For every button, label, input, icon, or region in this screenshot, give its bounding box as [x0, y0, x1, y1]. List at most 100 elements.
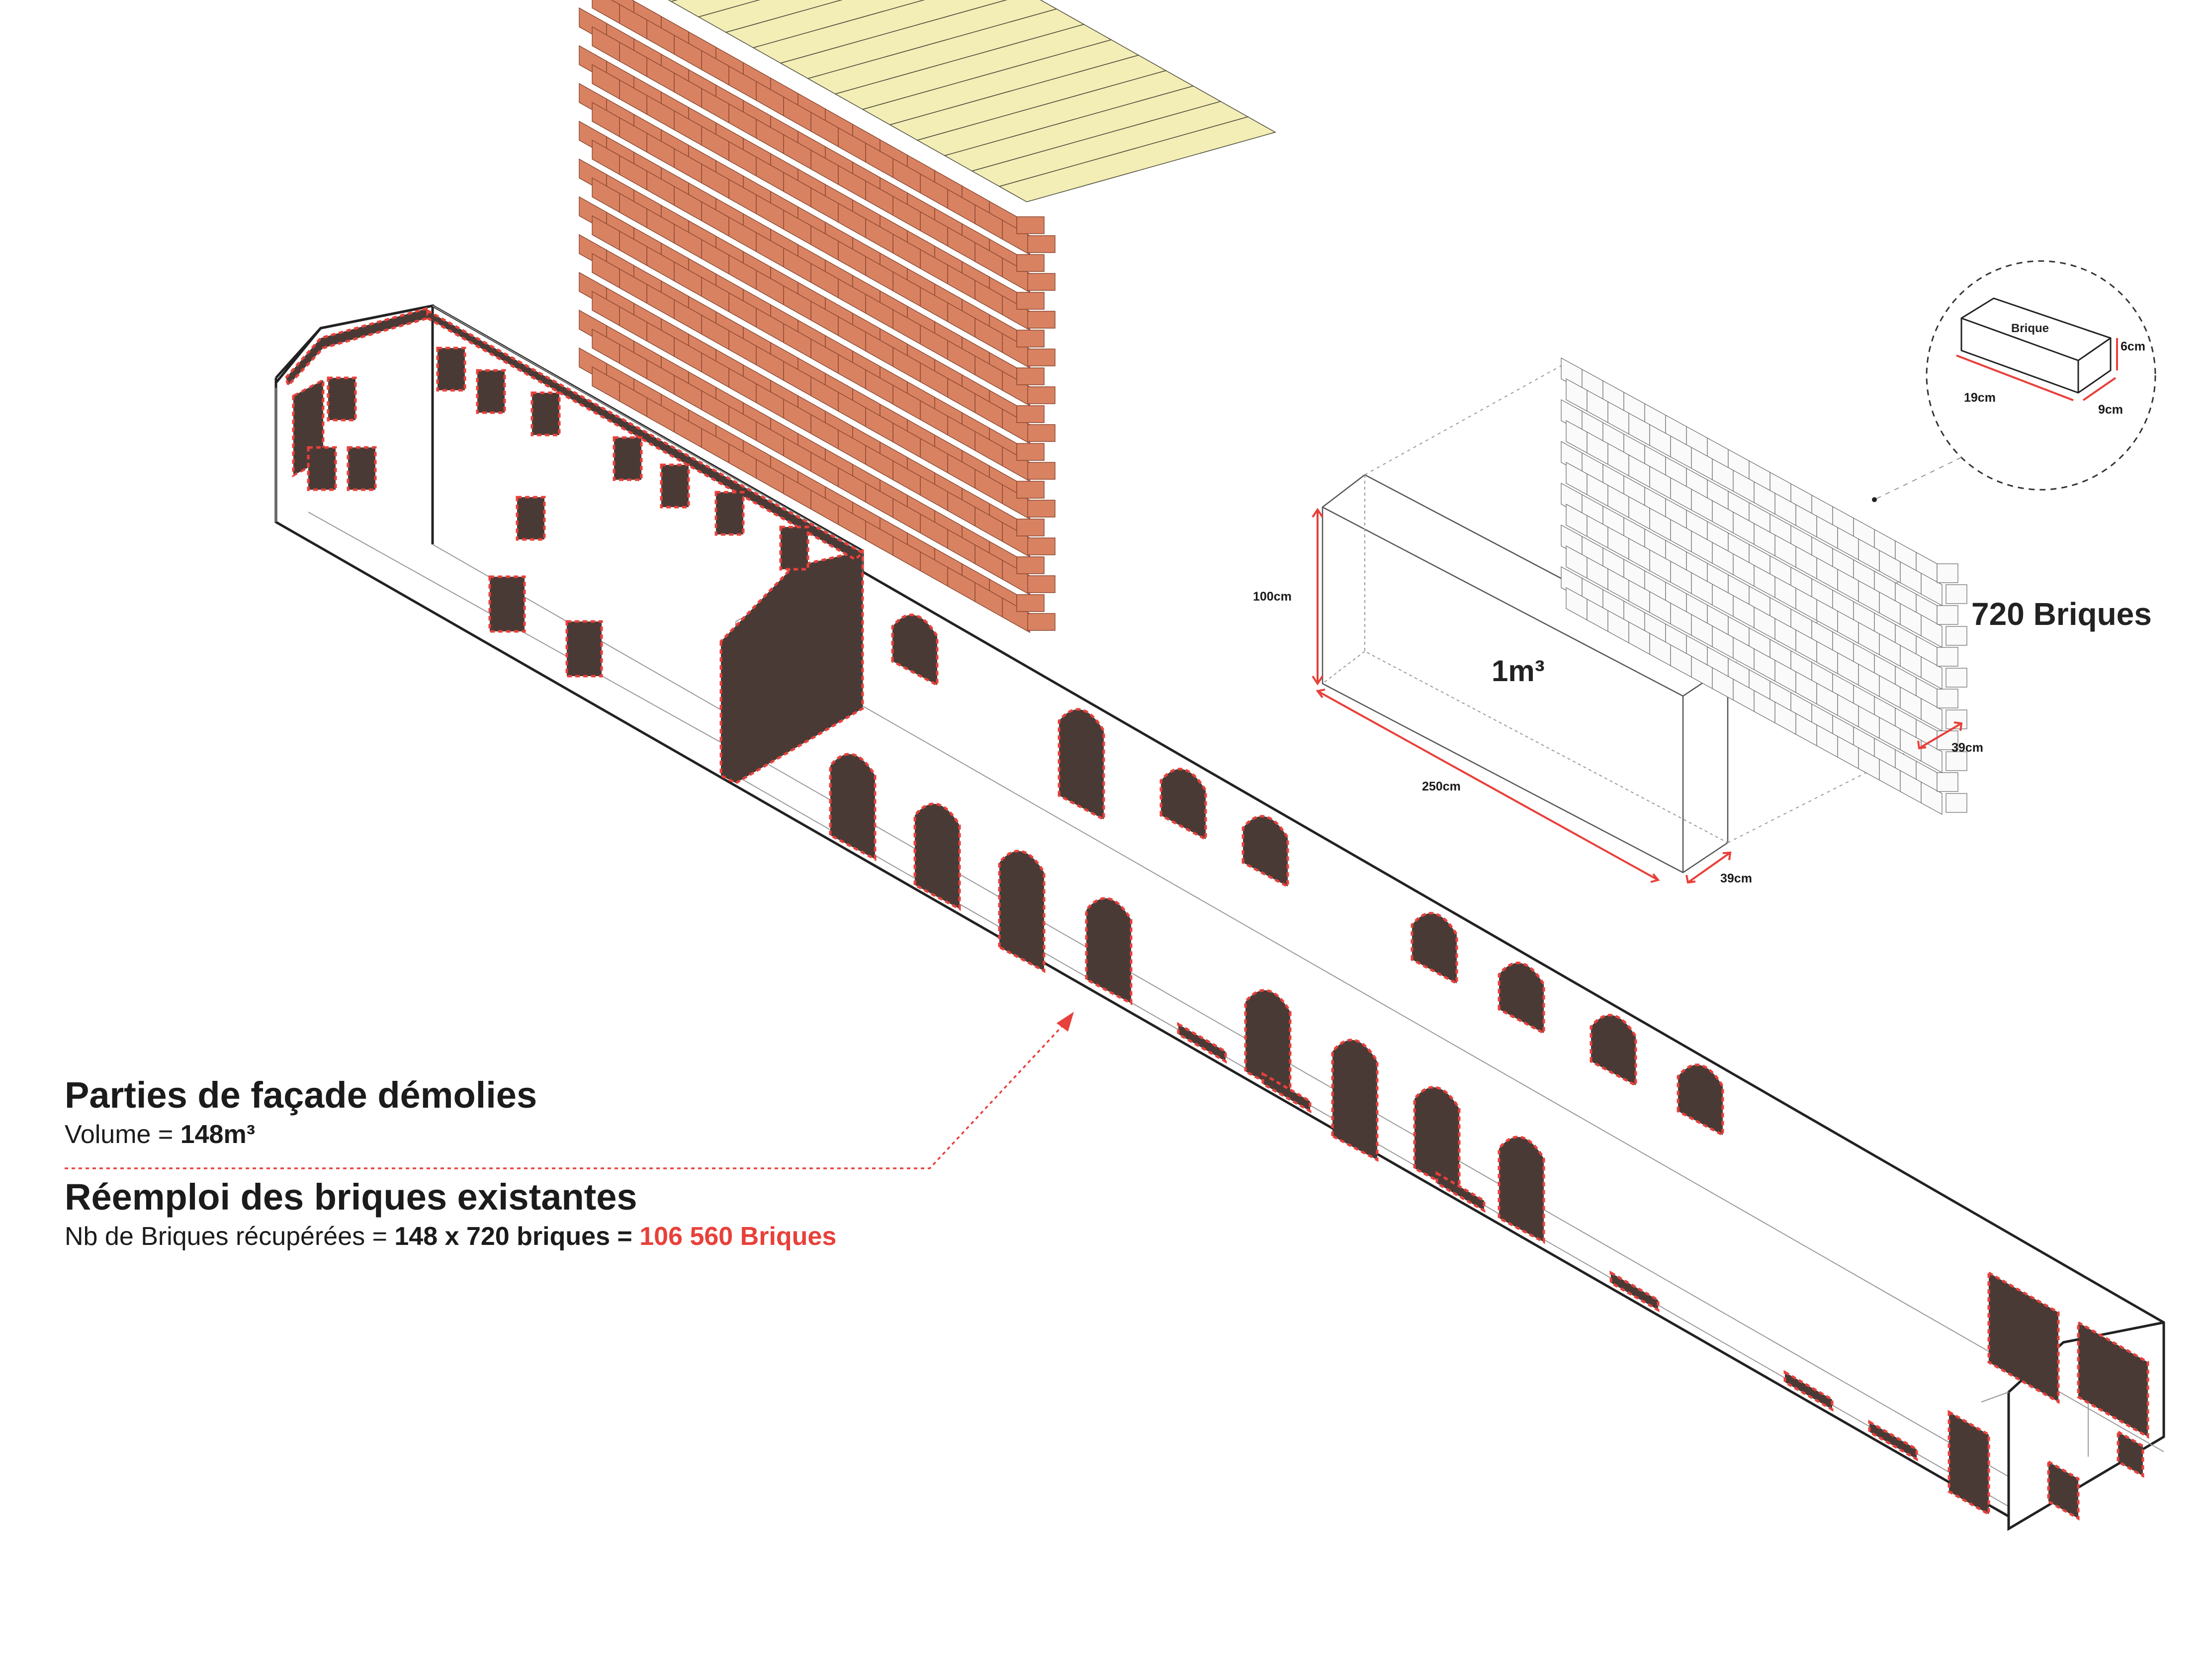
- demolished-arch-door: [1498, 1136, 1545, 1244]
- brick-detail-name: Brique: [2011, 322, 2049, 335]
- brick-length-label: 19cm: [1964, 391, 1996, 405]
- brick-length-dim: [1956, 354, 2074, 401]
- brick-detail-callout: Brique 19cm 6cm 9cm: [1872, 260, 2156, 502]
- demolished-arch-door: [1413, 1086, 1461, 1195]
- brick-height-label: 6cm: [2121, 340, 2145, 353]
- white-wall-dims: 39cm 720 Briques: [1917, 596, 2152, 755]
- demolished-window-frame: [565, 620, 603, 678]
- demolished-facade-opening: [327, 376, 357, 422]
- demolished-arch-door: [998, 850, 1046, 973]
- brick-width-dim: [2082, 377, 2117, 401]
- demolished-panel: [2047, 1459, 2080, 1521]
- cube-length-label: 250cm: [1422, 780, 1461, 793]
- brick-detail-leader-dot: [1872, 497, 1877, 502]
- demolished-facade-opening: [307, 446, 337, 491]
- white-brick-end: [1937, 772, 1958, 792]
- demolished-panel: [2117, 1429, 2144, 1478]
- building-roof-edge: [274, 304, 2165, 1531]
- white-brick-end: [1937, 689, 1958, 708]
- brick-end: [1016, 292, 1045, 310]
- demolished-front-gable: [719, 549, 864, 785]
- cube-1m3: 100cm 1m³ 250cm 39cm: [1253, 362, 1940, 885]
- demolished-arch-window: [1677, 1063, 1724, 1138]
- white-brick-end: [1937, 647, 1958, 667]
- brick-end: [1027, 386, 1056, 404]
- wall-depth-label: 39cm: [1951, 741, 1983, 755]
- demolished-arch-window: [1241, 815, 1289, 889]
- demolished-openings: [307, 347, 2149, 1521]
- white-brick-end: [1946, 751, 1967, 771]
- brick-end: [1016, 254, 1045, 272]
- brick-end: [1027, 537, 1056, 555]
- brick-end: [1016, 594, 1045, 612]
- brick-end: [1027, 311, 1056, 329]
- cube-hidden-edges: [1322, 475, 1728, 843]
- leader-line: [65, 1023, 1065, 1169]
- brick-detail-leader: [1874, 457, 1962, 500]
- demolished-arch-window: [891, 614, 939, 688]
- building-axonometric: [274, 303, 2165, 1531]
- demolished-arch-window: [1498, 962, 1545, 1036]
- demolished-window-frame: [488, 575, 526, 633]
- demolished-facade-opening: [613, 436, 643, 481]
- demolished-sill: [1609, 1270, 1660, 1313]
- demolished-title: Parties de façade démolies: [65, 1074, 537, 1116]
- demolished-arch-window: [1411, 912, 1458, 986]
- reuse-title: Réemploi des briques existantes: [65, 1176, 637, 1218]
- demolished-arch-window: [1590, 1014, 1637, 1088]
- brick-end: [1027, 424, 1056, 442]
- white-brick-end: [1946, 584, 1967, 604]
- demolished-facade-opening: [436, 347, 466, 392]
- red-brick-wall-illustration: [579, 0, 1276, 633]
- demolished-arch-window: [1159, 768, 1207, 842]
- brick-end: [1016, 519, 1045, 536]
- building-top-outline: [276, 303, 2164, 1439]
- count-line: Nb de Briques récupérées = 148 x 720 bri…: [65, 1222, 836, 1251]
- brick-end: [1016, 556, 1045, 574]
- count-result: 106 560 Briques: [639, 1222, 837, 1251]
- demolished-facade-opening: [660, 463, 690, 509]
- white-brick-end: [1946, 668, 1967, 688]
- demolished-arch-door: [1331, 1039, 1379, 1162]
- brick-end: [1027, 235, 1056, 253]
- white-brick-end: [1946, 626, 1967, 646]
- demolished-arch-door: [913, 802, 961, 911]
- leader-arrowhead: [1057, 1012, 1074, 1032]
- demolished-facade-opening: [347, 446, 377, 491]
- demolished-sill: [1177, 1022, 1227, 1064]
- demolished-panel: [1987, 1270, 2060, 1405]
- demolished-facade-opening: [714, 491, 745, 536]
- volume-value: 148m³: [180, 1120, 256, 1149]
- demolished-sill: [1868, 1419, 1918, 1462]
- cube-volume-label: 1m³: [1492, 654, 1545, 688]
- brick-end: [1016, 443, 1045, 461]
- brick-detail-shape: [1960, 297, 2112, 394]
- demolished-facade-opening: [531, 391, 561, 437]
- demolished-panel: [1947, 1409, 1990, 1516]
- demolished-facade-opening: [476, 369, 506, 414]
- white-brick-end: [1937, 605, 1958, 625]
- brick-end: [1016, 216, 1045, 234]
- count-label: Nb de Briques récupérées =: [65, 1222, 395, 1251]
- demolished-arch-window: [1058, 708, 1105, 822]
- building-front-gable-left: [275, 304, 434, 544]
- brick-end: [1027, 613, 1056, 631]
- cube-depth-label: 39cm: [1720, 872, 1752, 885]
- brick-width-label: 9cm: [2098, 403, 2123, 417]
- brick-end: [1027, 575, 1056, 593]
- demolished-left-gable: [284, 306, 429, 388]
- white-brick-end: [1946, 793, 1967, 813]
- brick-end: [1016, 330, 1045, 348]
- leader-arrow: [65, 1012, 1074, 1169]
- demolished-arch-door: [1244, 989, 1292, 1098]
- brick-top-face: [998, 116, 1276, 202]
- demolished-arch-door: [1085, 897, 1133, 1006]
- demolished-facade-opening: [779, 526, 809, 571]
- brick-end: [1027, 462, 1056, 480]
- wall-brick-count: 720 Briques: [1971, 596, 2152, 632]
- brick-end: [1016, 405, 1045, 423]
- brick-end: [1027, 349, 1056, 366]
- volume-label: Volume =: [65, 1120, 180, 1149]
- white-brick: [1921, 781, 1943, 815]
